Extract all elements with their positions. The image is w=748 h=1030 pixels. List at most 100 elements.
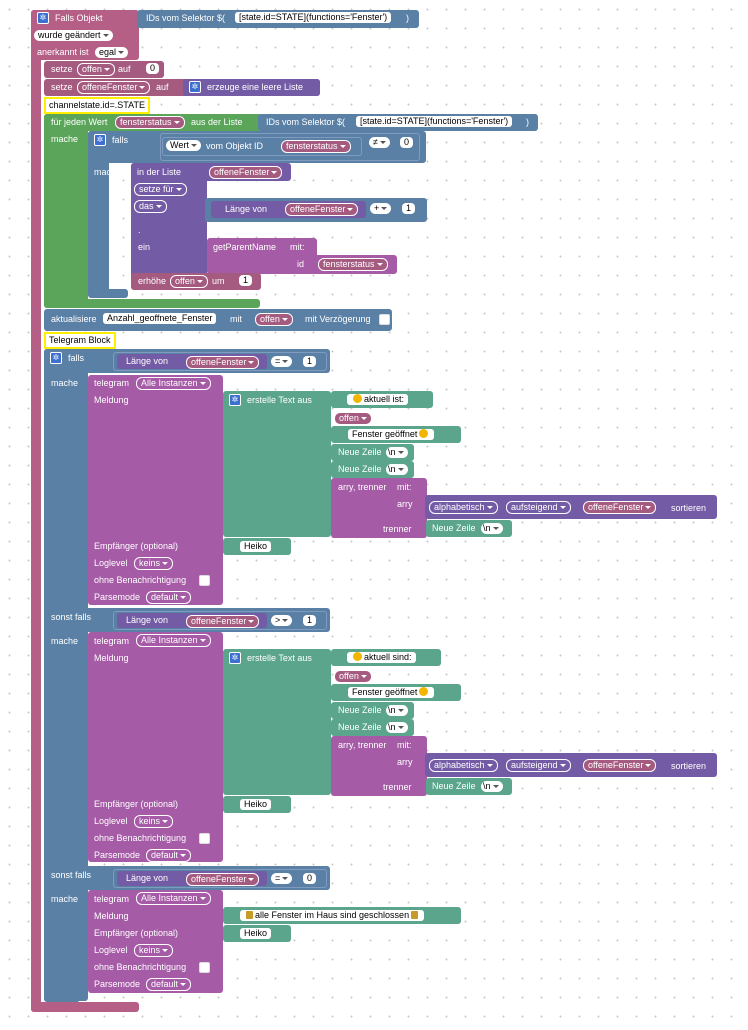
- join-arr-2-block[interactable]: [331, 736, 427, 796]
- telegram-1-block[interactable]: [88, 375, 223, 605]
- ohne-2-checkbox[interactable]: [199, 833, 210, 844]
- text-1c-field[interactable]: Fenster geöffnet: [348, 429, 435, 440]
- var-offen-dropdown[interactable]: offen: [77, 63, 115, 76]
- trigger-dropdown[interactable]: wurde geändert: [34, 30, 113, 41]
- comment-telegram-block[interactable]: Telegram Block: [44, 332, 116, 349]
- list-gear-icon[interactable]: ✲: [189, 81, 201, 93]
- newline-2c-dropdown[interactable]: \n: [481, 781, 503, 792]
- empfaenger-1-label: Empfänger (optional): [94, 541, 179, 551]
- telegram-2-instance-dropdown[interactable]: Alle Instanzen: [136, 634, 211, 647]
- list-var-dropdown[interactable]: offeneFenster: [209, 166, 283, 179]
- setze-label: setze: [51, 64, 73, 74]
- text-2c-field[interactable]: Fenster geöffnet: [348, 687, 435, 698]
- sort-2-type-dropdown[interactable]: alphabetisch: [429, 759, 498, 772]
- sort-1-type-dropdown[interactable]: alphabetisch: [429, 501, 498, 514]
- sort-1-var-dropdown[interactable]: offeneFenster: [583, 501, 657, 514]
- text-1a-value: aktuell ist:: [364, 394, 405, 404]
- zero-number[interactable]: 0: [146, 63, 160, 74]
- newline-2a-dropdown[interactable]: \n: [386, 705, 408, 716]
- telegram-3-block[interactable]: [88, 890, 223, 993]
- text-join-2-block[interactable]: [223, 649, 331, 795]
- if-gear-icon[interactable]: ✲: [94, 134, 106, 146]
- newline-2b-dropdown[interactable]: \n: [386, 722, 408, 733]
- wert-dropdown[interactable]: Wert: [166, 140, 201, 151]
- cond-2-op-dropdown[interactable]: >: [271, 615, 293, 626]
- plus-one-number[interactable]: 1: [402, 203, 416, 214]
- verzoegerung-checkbox[interactable]: [379, 314, 390, 325]
- loglevel-1-dropdown[interactable]: keins: [134, 557, 174, 570]
- text-join-1-block[interactable]: [223, 391, 331, 537]
- parsemode-1-dropdown[interactable]: default: [146, 591, 192, 604]
- ohne-3-checkbox[interactable]: [199, 962, 210, 973]
- text-join-2-gear-icon[interactable]: ✲: [229, 652, 241, 664]
- telegram-2-meldung-label: Meldung: [94, 653, 129, 663]
- aus-der-liste-label: aus der Liste: [191, 117, 243, 127]
- sort-1-order-dropdown[interactable]: aufsteigend: [506, 501, 571, 514]
- increment-number[interactable]: 1: [239, 275, 253, 286]
- arry-trenner-1-label: arry, trenner: [338, 482, 387, 492]
- text-3a-field[interactable]: alle Fenster im Haus sind geschlossen: [240, 910, 425, 921]
- text-1b-var-dropdown[interactable]: offen: [334, 412, 372, 425]
- update-var-dropdown[interactable]: offen: [255, 313, 293, 326]
- parsemode-1-label: Parsemode: [94, 592, 141, 602]
- newline-1a-dropdown[interactable]: \n: [386, 447, 408, 458]
- cond-2-var-dropdown[interactable]: offeneFenster: [186, 615, 260, 628]
- loglevel-3-dropdown[interactable]: keins: [134, 944, 174, 957]
- loglevel-2-dropdown[interactable]: keins: [134, 815, 174, 828]
- selector-text-field[interactable]: [state.id=STATE](functions='Fenster'): [235, 12, 392, 23]
- empfaenger-2-label: Empfänger (optional): [94, 799, 179, 809]
- if-block-gear-icon[interactable]: ✲: [50, 352, 62, 364]
- sort-2-order-dropdown[interactable]: aufsteigend: [506, 759, 571, 772]
- heiko-3-field[interactable]: Heiko: [240, 928, 272, 939]
- newline-1c-dropdown[interactable]: \n: [481, 523, 503, 534]
- newline-1c-label: Neue Zeile: [432, 523, 476, 533]
- create-list-block[interactable]: [183, 79, 320, 96]
- sort-2-var-dropdown[interactable]: offeneFenster: [583, 759, 657, 772]
- parsemode-3-dropdown[interactable]: default: [146, 978, 192, 991]
- loop-block-frame[interactable]: [44, 114, 88, 308]
- text-join-1-gear-icon[interactable]: ✲: [229, 394, 241, 406]
- cond-2-number[interactable]: 1: [303, 615, 317, 626]
- cond-3-var-dropdown[interactable]: offeneFenster: [186, 873, 260, 886]
- telegram-3-instance-dropdown[interactable]: Alle Instanzen: [136, 892, 211, 905]
- text-1a-field[interactable]: aktuell ist:: [347, 394, 409, 405]
- cond-1-op-dropdown[interactable]: =: [271, 356, 293, 367]
- heiko-1-field[interactable]: Heiko: [240, 541, 272, 552]
- comment-channelstate[interactable]: channelstate.id=.STATE: [44, 97, 150, 114]
- cond-3-op-dropdown[interactable]: =: [271, 873, 293, 884]
- anzahl-field[interactable]: Anzahl_geoffnete_Fenster: [103, 313, 217, 324]
- laenge-von-label: Länge von: [225, 204, 268, 214]
- setze-fuer-dropdown[interactable]: setze für: [134, 183, 187, 196]
- ohne-1-checkbox[interactable]: [199, 575, 210, 586]
- length-var-dropdown[interactable]: offeneFenster: [285, 203, 359, 216]
- heiko-2-field[interactable]: Heiko: [240, 799, 272, 810]
- cond-3-number[interactable]: 0: [303, 873, 317, 884]
- settings-gear-icon[interactable]: ✲: [37, 12, 49, 24]
- sonst-falls-1-label: sonst falls: [51, 612, 92, 622]
- compare-zero-number[interactable]: 0: [400, 137, 414, 148]
- cond-1-number[interactable]: 1: [303, 356, 317, 367]
- fensterstatus-var-dropdown[interactable]: fensterstatus: [281, 140, 351, 153]
- telegram-1-instance-dropdown[interactable]: Alle Instanzen: [136, 377, 211, 390]
- text-2a-field[interactable]: aktuell sind:: [347, 652, 416, 663]
- ohne-2-label: ohne Benachrichtigung: [94, 833, 187, 843]
- um-label: um: [212, 276, 225, 286]
- anerkannt-dropdown[interactable]: egal: [95, 47, 129, 58]
- plus-operator-dropdown[interactable]: +: [370, 203, 392, 214]
- parsemode-2-dropdown[interactable]: default: [146, 849, 192, 862]
- var-offenefenster-dropdown[interactable]: offeneFenster: [77, 81, 151, 94]
- join-arr-1-block[interactable]: [331, 478, 427, 538]
- if-elseif-frame[interactable]: [44, 349, 88, 1001]
- text-1c-value: Fenster geöffnet: [352, 429, 418, 439]
- inner-if-frame[interactable]: [88, 131, 109, 297]
- list-insert-block[interactable]: [131, 163, 207, 289]
- newline-1b-dropdown[interactable]: \n: [386, 464, 408, 475]
- text-2b-var-dropdown[interactable]: offen: [334, 670, 372, 683]
- das-dropdown[interactable]: das: [134, 200, 167, 213]
- loop-var-dropdown[interactable]: fensterstatus: [115, 116, 185, 129]
- cond-1-var-dropdown[interactable]: offeneFenster: [186, 356, 260, 369]
- neq-operator-dropdown[interactable]: ≠: [369, 137, 390, 148]
- erhoehe-var-dropdown[interactable]: offen: [170, 275, 208, 288]
- loop-selector-text-field[interactable]: [state.id=STATE](functions='Fenster'): [356, 116, 513, 127]
- id-var-dropdown[interactable]: fensterstatus: [318, 258, 388, 271]
